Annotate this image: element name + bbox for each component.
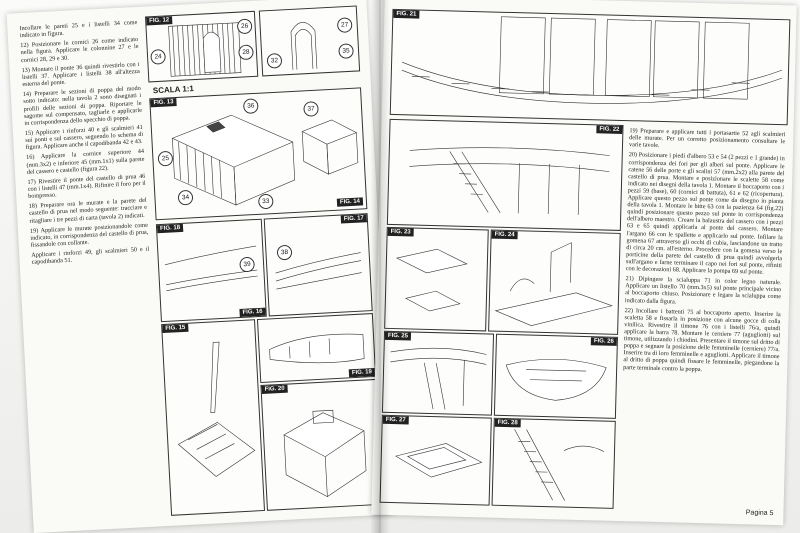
- left-paragraph: Applicare i rinforzi 49, gli scalmieri 5…: [31, 245, 150, 267]
- figure-21-label: FIG. 21: [393, 9, 420, 19]
- figure-27-drawing: [395, 443, 483, 478]
- book-spine: [370, 0, 390, 533]
- left-paragraph: 17) Rivestire il ponte del castello di p…: [27, 172, 146, 200]
- right-page: FIG. 21 FIG. 22 19) Preparare e applicar…: [371, 0, 797, 526]
- figure-20-label: FIG. 20: [261, 384, 288, 394]
- figure-28: FIG. 28: [491, 417, 616, 509]
- right-paragraph: 19) Preparare e applicare tutti i portas…: [628, 127, 786, 150]
- figure-24-drawing: [494, 242, 613, 326]
- right-text-column: 19) Preparare e applicare tutti i portas…: [619, 127, 785, 517]
- figure-14-label: FIG. 14: [336, 197, 364, 207]
- left-page: Incollare le pareti 25 e i listelli 34 c…: [6, 0, 394, 533]
- figure-17-label: FIG. 17: [340, 214, 368, 224]
- right-paragraph: 21) Dipingere la scialuppa 71 in color l…: [624, 275, 782, 305]
- figure-26-drawing: [505, 358, 607, 401]
- right-paragraph: 22) Incollare i battenti 75 al boccaport…: [623, 306, 781, 373]
- page-number: Pagina 5: [745, 509, 774, 518]
- figure-12-detail: 27 35 32: [258, 5, 361, 77]
- scale-label: SCALA 1:1: [152, 84, 195, 96]
- figure-13-label: FIG. 13: [150, 98, 177, 108]
- figure-26: FIG. 26: [493, 333, 618, 419]
- figure-17-drawing: [275, 252, 362, 290]
- figure-20-drawing: [283, 409, 367, 498]
- figure-21: FIG. 21: [389, 8, 791, 126]
- figure-22-drawing: [409, 147, 610, 215]
- figure-16: FIG. 18 39 FIG. 16: [155, 218, 267, 323]
- figure-27: FIG. 27: [379, 414, 492, 506]
- left-paragraph: 15) Applicare i rinforzi 40 e gli scalmi…: [24, 123, 144, 152]
- left-paragraph: 16) Applicare la cornice superiore 44 (m…: [26, 148, 145, 176]
- figure-28-drawing: [514, 429, 605, 501]
- left-paragraph: 18) Preparare ora le murate e la parete …: [28, 197, 148, 225]
- figure-21-drawing: [401, 16, 783, 104]
- figure-23: FIG. 23: [384, 226, 489, 332]
- left-text-column: Incollare le pareti 25 e i listelli 34 c…: [19, 19, 163, 520]
- left-paragraph: 13) Montare il ponte 36 quindi rivestirl…: [21, 60, 141, 89]
- figure-12: FIG. 12 26 28 24: [144, 10, 259, 83]
- left-paragraph: 14) Preparare le sezioni di poppa del mo…: [22, 85, 143, 127]
- figure-15-label: FIG. 15: [162, 323, 189, 334]
- figure-13: FIG. 13 36 25 37 33 34: [149, 87, 368, 221]
- figure-12-drawing: [168, 22, 242, 77]
- figure-17: FIG. 17 38: [263, 213, 373, 317]
- figure-23-label: FIG. 23: [387, 227, 414, 237]
- figure-20: FIG. 20: [260, 378, 383, 511]
- figure-23-drawing: [396, 248, 468, 312]
- figure-12-label: FIG. 12: [146, 16, 173, 26]
- figure-25: FIG. 25: [381, 330, 495, 416]
- figure-25-drawing: [390, 347, 487, 410]
- figure-22-label: FIG. 22: [596, 125, 623, 134]
- figure-24-label: FIG. 24: [491, 230, 518, 240]
- left-paragraph: 12) Posizionare le cornici 26 come indic…: [20, 36, 139, 64]
- figure-26-label: FIG. 26: [590, 337, 617, 346]
- figure-13-drawing: [171, 114, 359, 206]
- figure-12-detail-drawing: [290, 22, 318, 70]
- figure-15: FIG. 15: [161, 319, 266, 516]
- figure-19-drawing: [269, 333, 365, 364]
- right-paragraph: 20) Posizionare i piedi d'albero 53 e 54…: [625, 151, 785, 276]
- figure-22: FIG. 22: [386, 118, 624, 231]
- figure-28-label: FIG. 28: [494, 418, 521, 428]
- figure-19: FIG. 19: [256, 313, 377, 384]
- figure-16-label: FIG. 16: [239, 307, 266, 317]
- figure-15-drawing: [177, 341, 256, 477]
- figure-24: FIG. 24: [488, 229, 621, 335]
- figure-18-label: FIG. 18: [156, 223, 184, 234]
- left-paragraph: 19) Applicare le murate posizionandole c…: [29, 221, 149, 249]
